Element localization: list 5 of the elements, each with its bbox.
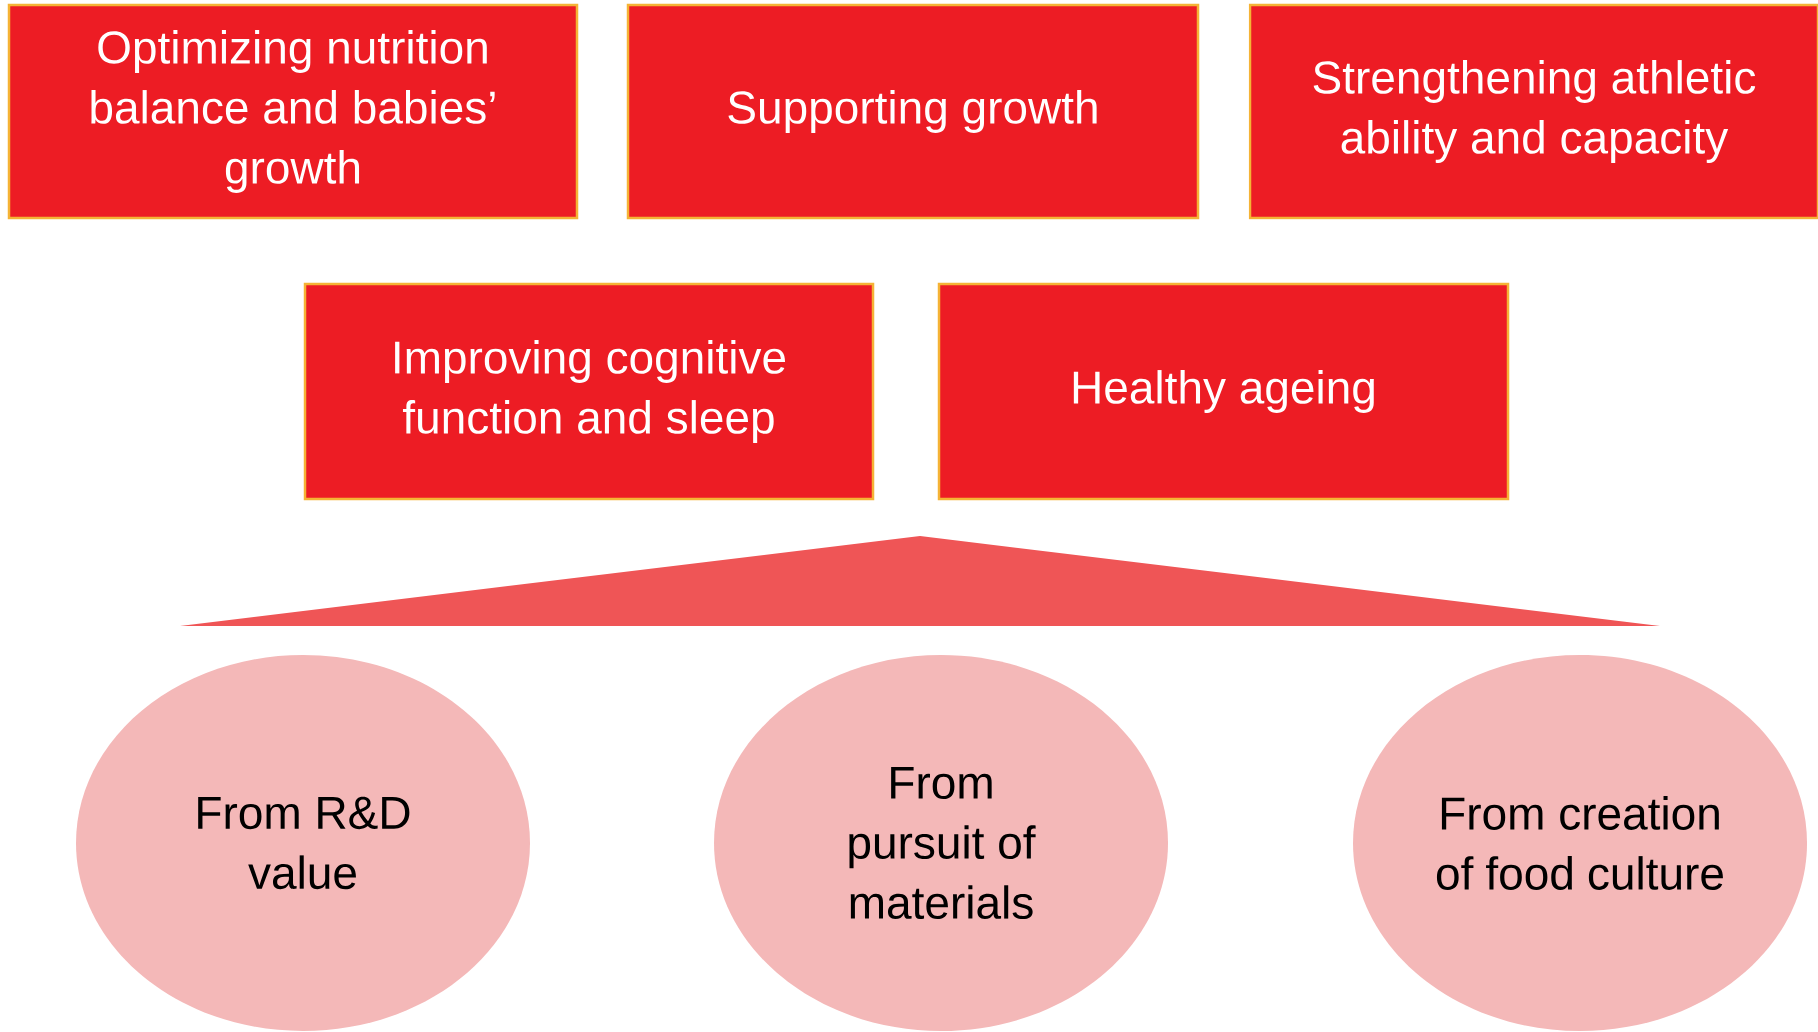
text-box: Supporting growth — [626, 3, 1200, 220]
text-box: Improving cognitive function and sleep — [303, 282, 875, 501]
text-box: Healthy ageing — [937, 282, 1510, 501]
text-box: Optimizing nutrition balance and babies’ growth — [7, 3, 579, 220]
text-box: Strengthening athletic ability and capacity — [1248, 3, 1818, 220]
